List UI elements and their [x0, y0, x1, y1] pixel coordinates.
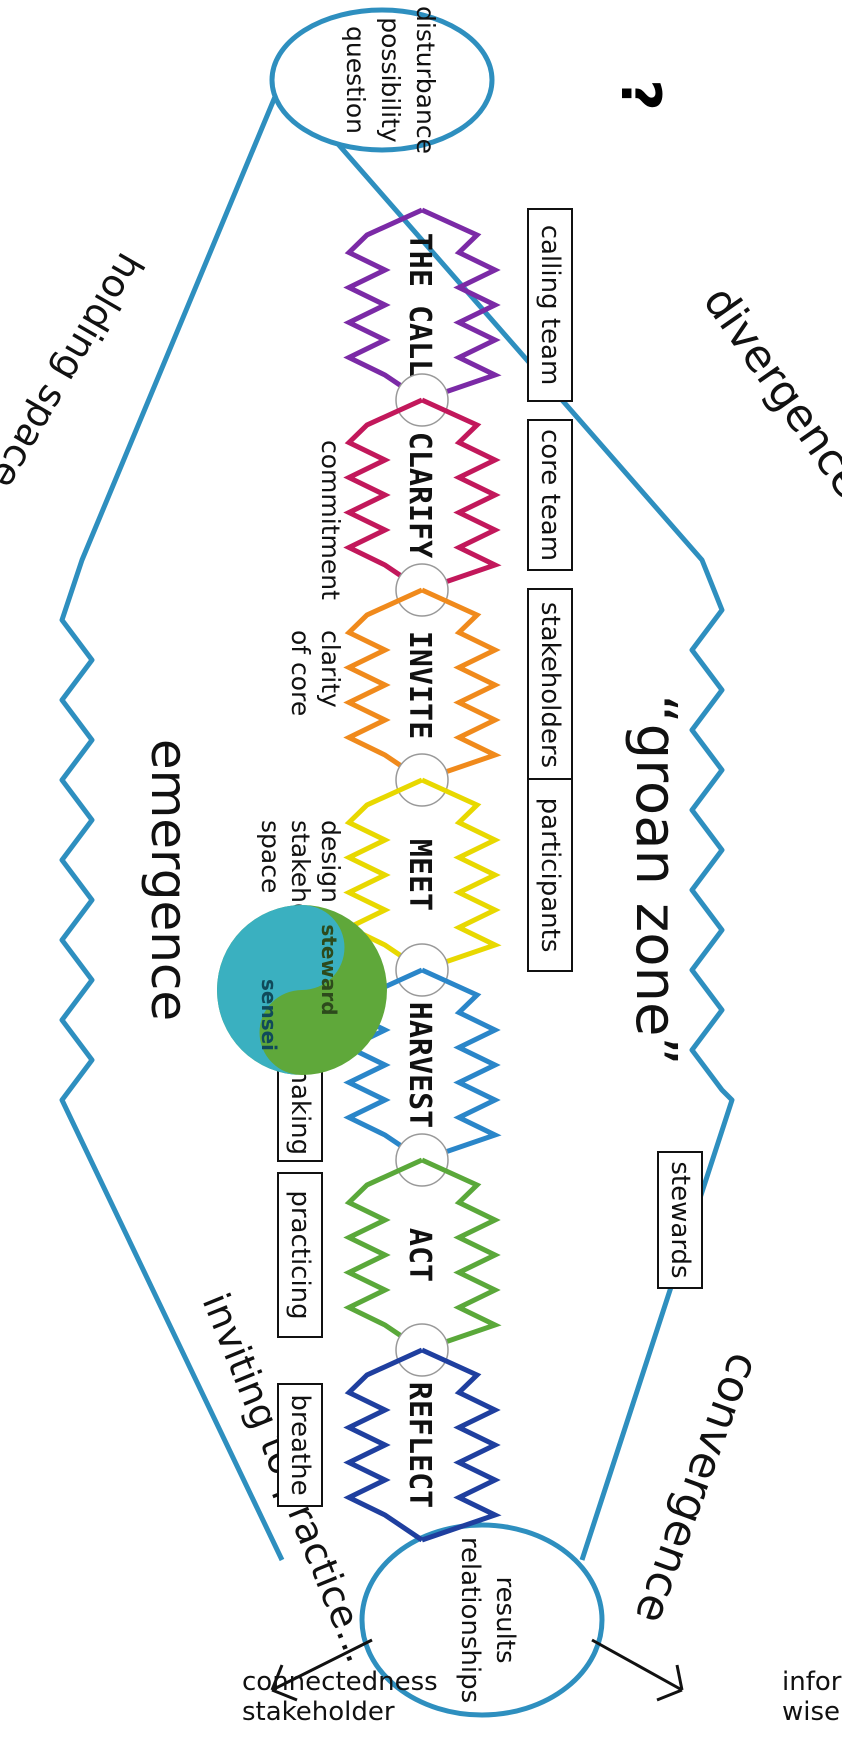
outcome-left-2: informed action — [782, 1667, 842, 1697]
phase-band-upper — [420, 1347, 502, 1543]
phase-band-lower — [343, 207, 424, 403]
outcome-left-1: wiser, more — [782, 1697, 842, 1727]
phase-band-upper — [420, 397, 502, 593]
steward-sensei-logo: steward sensei — [217, 905, 387, 1075]
arrow-informed-action — [591, 1638, 684, 1702]
phase-chain: THE CALL CLARIFY INVITE MEET HARVEST ACT REFLE… — [343, 207, 502, 1543]
question-mark: ? — [609, 79, 672, 110]
role-box-label: stakeholders — [535, 602, 565, 768]
role-box-label: participants — [535, 798, 565, 953]
holding-space-label: holding space... — [0, 246, 152, 528]
logo-word-steward: steward — [317, 924, 341, 1015]
holding-space-outline — [59, 78, 735, 1562]
stewards-box — [657, 1151, 703, 1289]
phase-label-act: ACT — [402, 1228, 437, 1282]
phase-band-upper — [420, 207, 502, 403]
end-oval — [359, 1522, 605, 1718]
phase-note: clarity — [316, 630, 345, 708]
role-box-label: calling team — [535, 225, 565, 386]
emergence-label: emergence — [140, 739, 198, 1021]
phase-band-upper — [420, 967, 502, 1163]
phase-band-lower — [343, 1157, 424, 1353]
role-box-label: core team — [535, 429, 565, 561]
phase-note: commitment — [316, 440, 345, 600]
phase-label-invite: INVITE — [402, 631, 437, 739]
start-oval-line-2: possibility — [376, 17, 405, 143]
arrow-connectedness — [270, 1638, 373, 1702]
role-box — [527, 419, 573, 571]
start-oval-line-1: disturbance — [411, 6, 440, 154]
outcome-right-2: connectedness — [242, 1667, 438, 1697]
lower-role-label: breathe — [285, 1394, 315, 1495]
phase-note: space — [256, 820, 285, 893]
start-oval — [269, 7, 495, 153]
lower-role-box — [277, 1383, 323, 1507]
role-box — [527, 208, 573, 402]
stewards-label: stewards — [665, 1161, 695, 1278]
phase-band-lower — [343, 1347, 424, 1543]
phase-label-the-call: THE CALL — [402, 233, 437, 378]
lower-role-label: practicing — [285, 1190, 315, 1319]
lower-role-box — [277, 1172, 323, 1338]
phase-label-clarify: CLARIFY — [402, 432, 437, 558]
phase-band-lower — [343, 587, 424, 783]
outcome-right-1: stakeholder — [242, 1697, 395, 1727]
role-boxes: calling team commitment core team clarityof… — [256, 208, 703, 1507]
end-oval-line-2: relationships — [455, 1537, 485, 1703]
phase-note: of core — [286, 630, 315, 716]
phase-band-upper — [420, 1157, 502, 1353]
role-box — [527, 778, 573, 972]
groan-zone-label: “groan zone” — [623, 695, 688, 1066]
logo-word-sensei: sensei — [257, 979, 281, 1051]
end-oval-line-1: results — [490, 1576, 520, 1663]
phase-band-lower — [343, 397, 424, 593]
phase-label-harvest: HARVEST — [402, 1002, 437, 1128]
phase-label-meet: MEET — [402, 839, 437, 911]
logo-blue-half — [217, 905, 345, 1075]
start-oval-line-3: question — [341, 26, 370, 134]
phase-band-upper — [420, 587, 502, 783]
phase-label-reflect: REFLECT — [402, 1382, 437, 1508]
divergence-label: divergence — [693, 277, 842, 507]
phase-band-upper — [420, 777, 502, 973]
convergence-label: convergence — [625, 1346, 770, 1630]
phase-note: design — [316, 820, 345, 903]
